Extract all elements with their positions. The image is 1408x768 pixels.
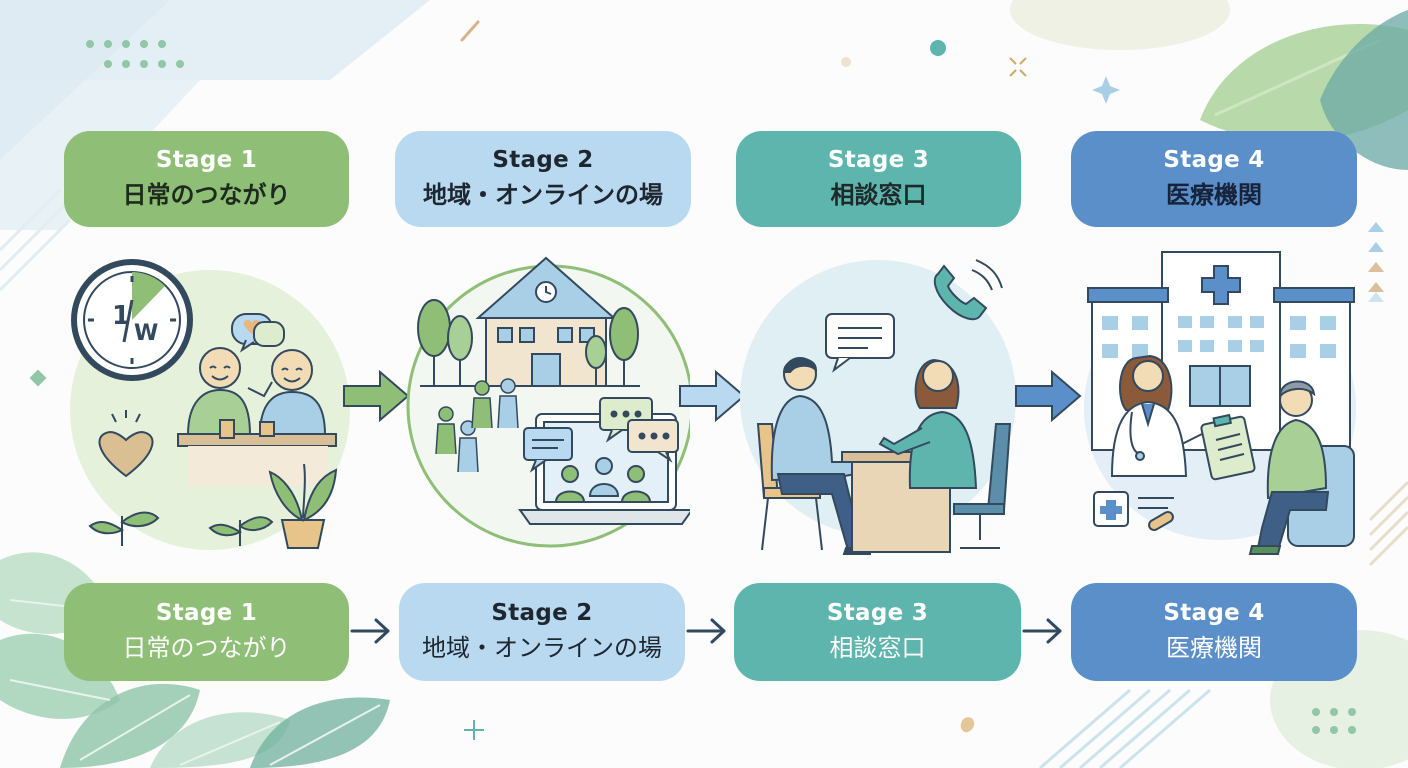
stage-2-name: 地域・オンラインの場 [422, 634, 662, 663]
stage-1-name: 日常のつながり [122, 634, 291, 663]
stage-2-flow-step: Stage 2 地域・オンラインの場 [399, 583, 685, 681]
doctor-icon [1110, 354, 1207, 477]
medical-kit-icon [1093, 491, 1174, 531]
heart-bubble-icon [231, 313, 285, 353]
stage-3-name: 相談窓口 [830, 181, 927, 210]
stage-3-label: Stage 3 [826, 600, 929, 627]
flow-arrow-icon [686, 618, 726, 644]
stage-2-header: Stage 2 地域・オンラインの場 [395, 131, 691, 227]
patient-icon [1248, 380, 1355, 555]
stage-2-name: 地域・オンラインの場 [423, 181, 663, 210]
stage-4-name: 医療機関 [1166, 181, 1262, 210]
svg-text:W: W [134, 321, 158, 346]
stage-1-label: Stage 1 [155, 600, 258, 627]
stage-4-name: 医療機関 [1166, 634, 1262, 663]
counselor-person-icon [878, 358, 978, 489]
arrow-right-icon [1015, 369, 1082, 423]
scene-community-online [406, 256, 690, 548]
potted-plant-icon [268, 463, 338, 549]
stage-4-header: Stage 4 医療機関 [1071, 131, 1357, 227]
stage-4-flow-step: Stage 4 医療機関 [1071, 583, 1357, 681]
stage-2-label: Stage 2 [492, 147, 594, 174]
chat-bubble-icon [523, 397, 679, 473]
scene-medical [1084, 251, 1356, 555]
phone-icon [933, 259, 1003, 321]
client-person-icon [770, 357, 871, 555]
stage-1-label: Stage 1 [155, 147, 258, 174]
sprout-icon [88, 511, 274, 546]
speech-bubble-icon [825, 313, 895, 373]
arrow-right-icon [679, 369, 746, 423]
clock-icon: 1 W [71, 259, 193, 381]
svg-text:1: 1 [112, 301, 130, 331]
stage-3-flow-step: Stage 3 相談窓口 [734, 583, 1021, 681]
flow-arrow-icon [350, 618, 390, 644]
scene-consultation [740, 259, 1016, 555]
stage-1-flow-step: Stage 1 日常のつながり [64, 583, 349, 681]
stage-4-label: Stage 4 [1163, 147, 1265, 174]
stage-1-name: 日常のつながり [122, 181, 291, 210]
arrow-right-icon [343, 369, 410, 423]
clipboard-icon [1200, 413, 1256, 481]
stage-3-name: 相談窓口 [829, 634, 926, 663]
stage-3-label: Stage 3 [827, 147, 930, 174]
laptop-icon [518, 413, 690, 525]
stage-4-label: Stage 4 [1163, 600, 1265, 627]
stage-3-header: Stage 3 相談窓口 [736, 131, 1021, 227]
stage-2-label: Stage 2 [491, 600, 593, 627]
hospital-building-icon [1087, 251, 1355, 451]
stage-1-header: Stage 1 日常のつながり [64, 131, 349, 227]
tree-icon [417, 299, 639, 386]
heart-icon [98, 410, 154, 478]
scene-daily-connection: 1 W [70, 259, 350, 550]
people-group-icon [435, 378, 519, 473]
flow-arrow-icon [1022, 618, 1062, 644]
